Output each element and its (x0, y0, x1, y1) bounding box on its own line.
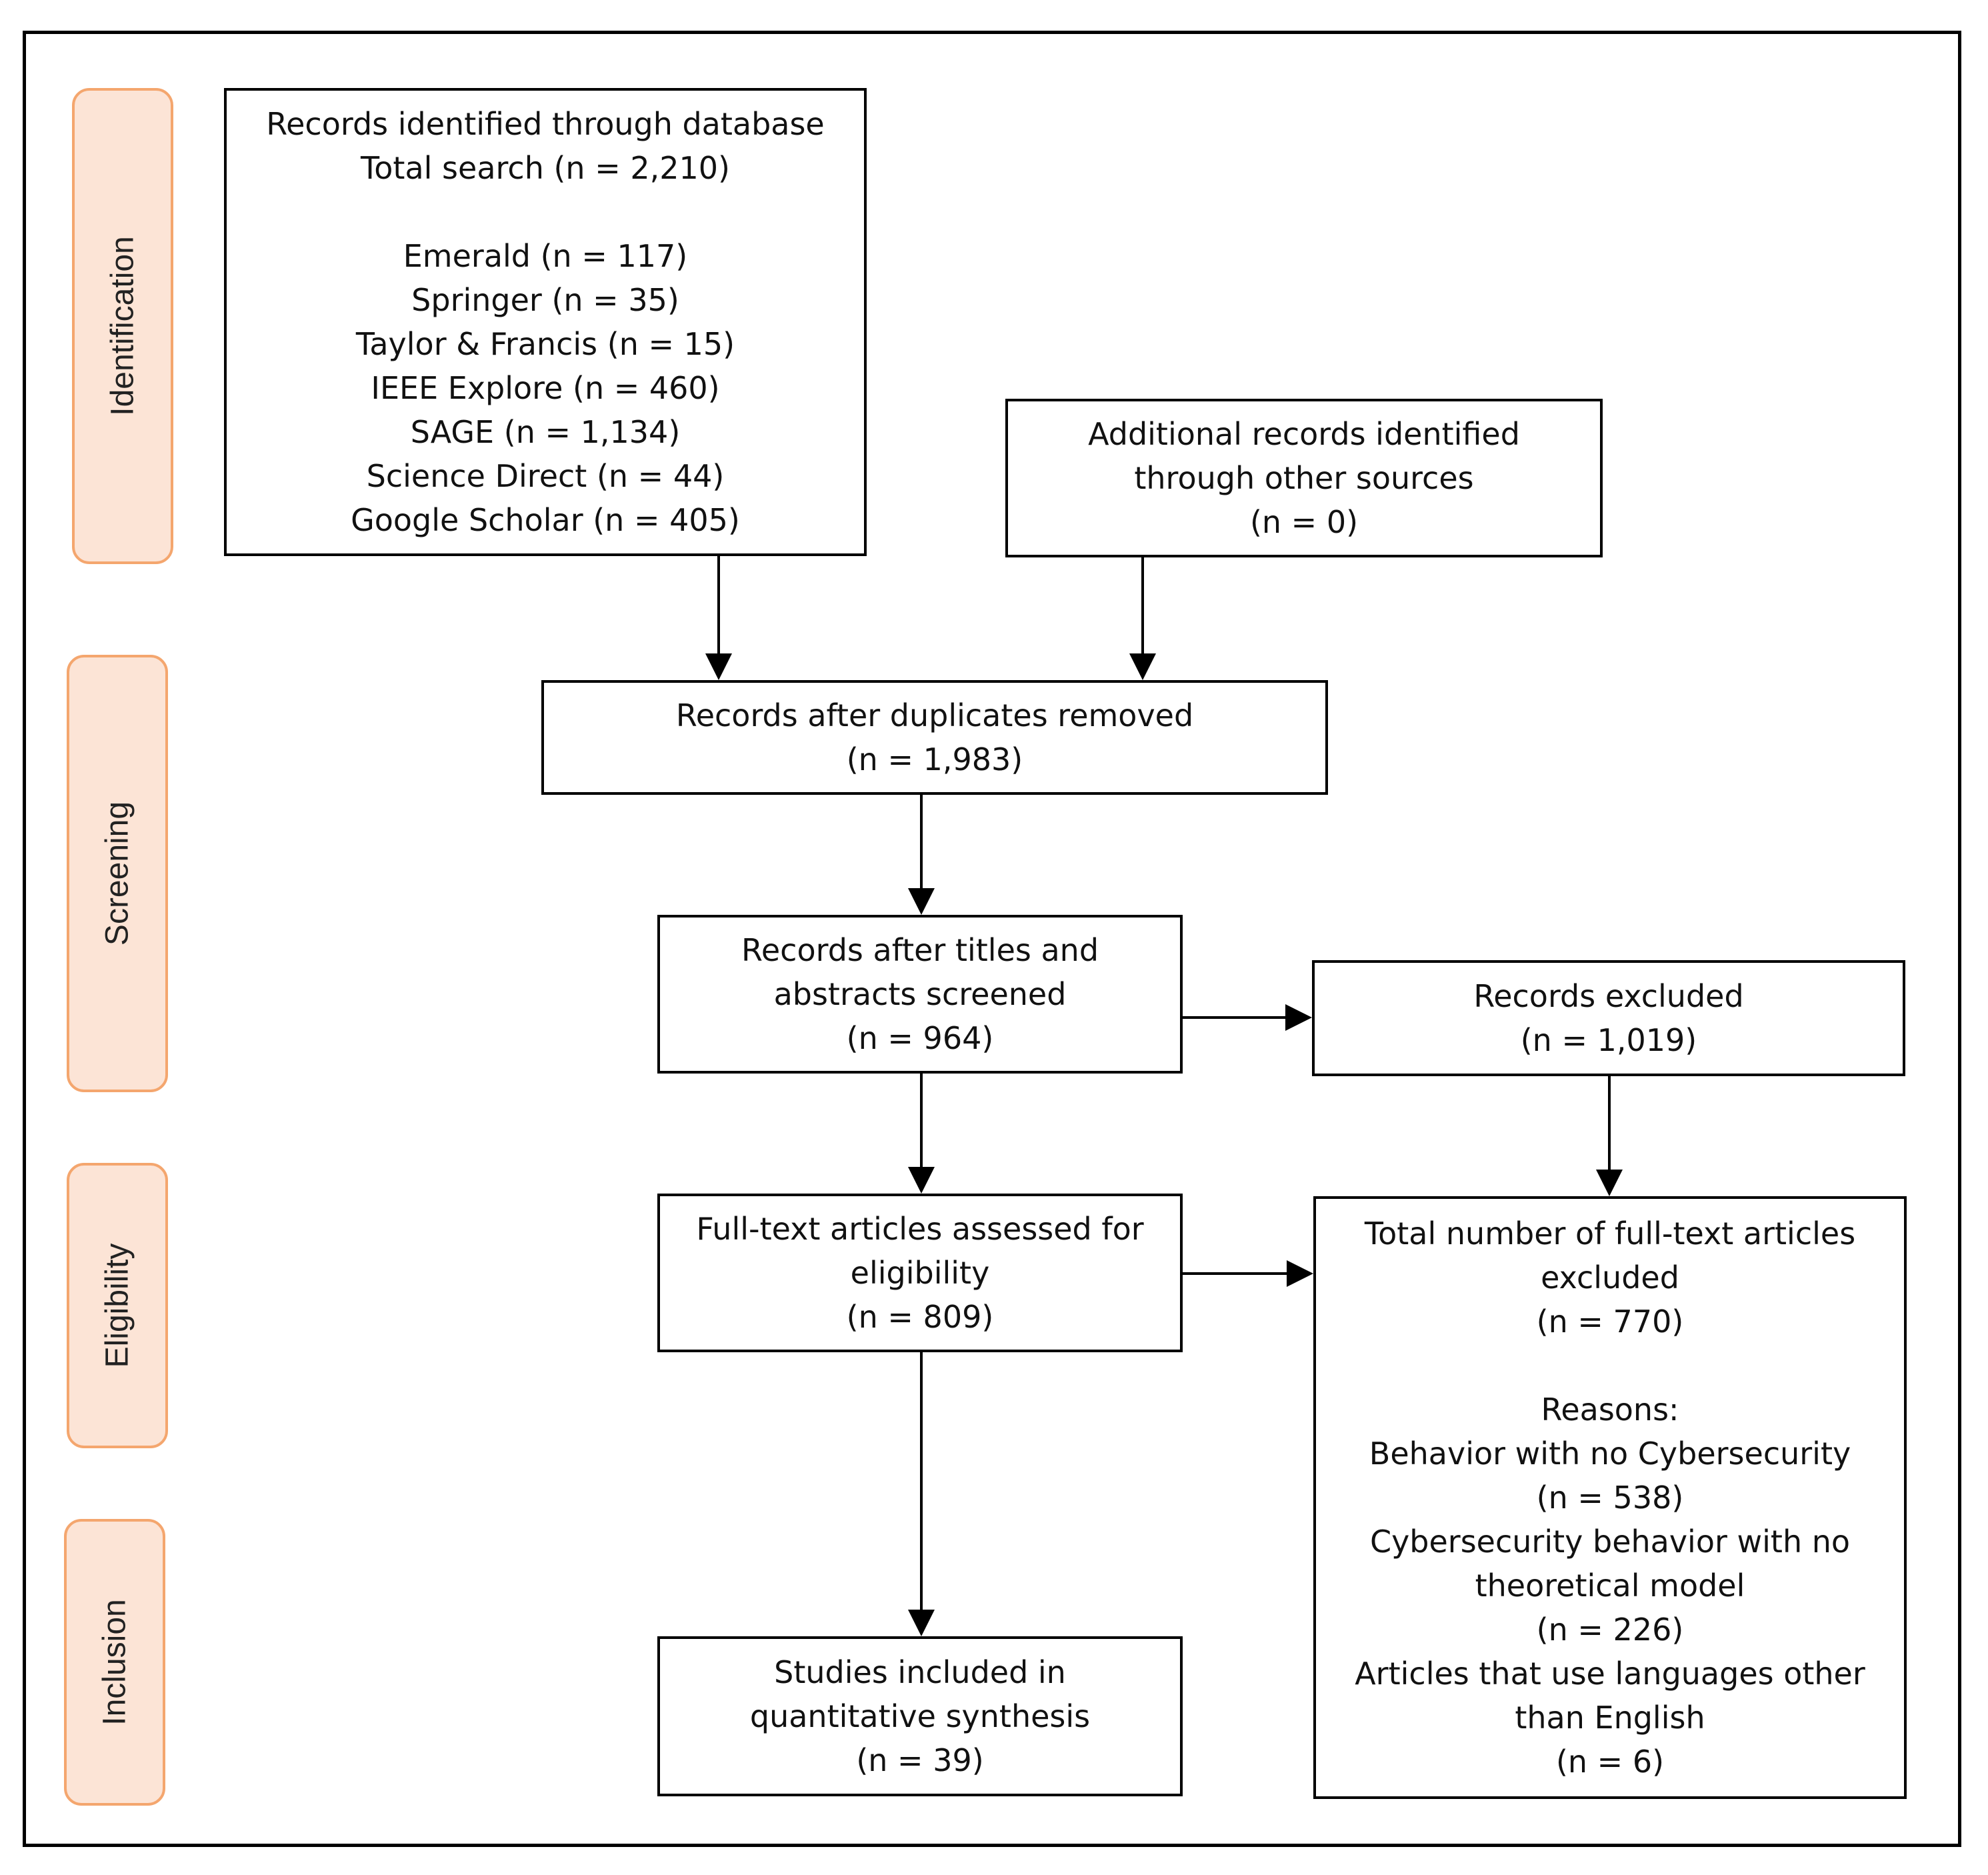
fulltext-excluded-line2: excluded (1541, 1260, 1679, 1296)
box-studies-included: Studies included in quantitative synthes… (657, 1636, 1183, 1796)
screened-line1: Records after titles and (741, 932, 1099, 968)
reason1: Behavior with no Cybersecurity (1369, 1436, 1851, 1472)
database-total: Total search (n = 2,210) (361, 150, 730, 186)
phase-inclusion: Inclusion (64, 1519, 165, 1806)
database-source-google-scholar: Google Scholar (n = 405) (351, 502, 740, 538)
fulltext-line1: Full-text articles assessed for (696, 1211, 1144, 1247)
box-titles-abstracts-screened: Records after titles and abstracts scree… (657, 915, 1183, 1074)
reason3-line2: than English (1515, 1700, 1705, 1736)
duplicates-count: (n = 1,983) (846, 741, 1023, 777)
excluded-count: (n = 1,019) (1520, 1022, 1697, 1058)
database-source-ieee: IEEE Explore (n = 460) (371, 370, 720, 406)
reason2-line1: Cybersecurity behavior with no (1369, 1524, 1851, 1560)
included-line2: quantitative synthesis (749, 1698, 1091, 1734)
database-source-emerald: Emerald (n = 117) (403, 238, 688, 274)
phase-eligibility: Eligibility (67, 1163, 168, 1448)
box-duplicates-removed: Records after duplicates removed (n = 1,… (541, 680, 1328, 795)
included-line1: Studies included in (774, 1654, 1066, 1690)
additional-line1: Additional records identified (1088, 416, 1520, 452)
fulltext-count: (n = 809) (846, 1299, 994, 1335)
reason3-count: (n = 6) (1555, 1744, 1665, 1780)
reason2-count: (n = 226) (1536, 1612, 1684, 1648)
additional-line2: through other sources (1134, 460, 1474, 496)
box-additional-records: Additional records identified through ot… (1005, 399, 1603, 557)
database-source-science-direct: Science Direct (n = 44) (366, 458, 725, 494)
box-fulltext-assessed: Full-text articles assessed for eligibil… (657, 1194, 1183, 1352)
database-title: Records identified through database (266, 106, 825, 142)
phase-identification: Identification (72, 88, 173, 564)
reason3-line1: Articles that use languages other (1355, 1656, 1865, 1692)
box-database-records: Records identified through database Tota… (224, 88, 867, 556)
fulltext-excluded-line1: Total number of full-text articles (1364, 1216, 1856, 1252)
screened-count: (n = 964) (846, 1020, 994, 1056)
phase-screening: Screening (67, 655, 168, 1092)
box-fulltext-excluded: Total number of full-text articles exclu… (1313, 1196, 1907, 1799)
fulltext-line2: eligibility (850, 1255, 990, 1291)
reason2-line2: theoretical model (1475, 1568, 1745, 1604)
database-source-springer: Springer (n = 35) (411, 282, 679, 318)
reasons-label: Reasons: (1541, 1392, 1679, 1428)
included-count: (n = 39) (856, 1742, 984, 1778)
box-records-excluded: Records excluded (n = 1,019) (1312, 960, 1905, 1076)
screened-line2: abstracts screened (773, 976, 1067, 1012)
additional-count: (n = 0) (1249, 504, 1359, 540)
reason1-count: (n = 538) (1536, 1480, 1684, 1516)
database-source-taylor-francis: Taylor & Francis (n = 15) (355, 326, 735, 362)
excluded-line1: Records excluded (1473, 978, 1744, 1014)
fulltext-excluded-count: (n = 770) (1536, 1304, 1684, 1340)
database-source-sage: SAGE (n = 1,134) (410, 414, 681, 450)
duplicates-line1: Records after duplicates removed (675, 697, 1194, 733)
